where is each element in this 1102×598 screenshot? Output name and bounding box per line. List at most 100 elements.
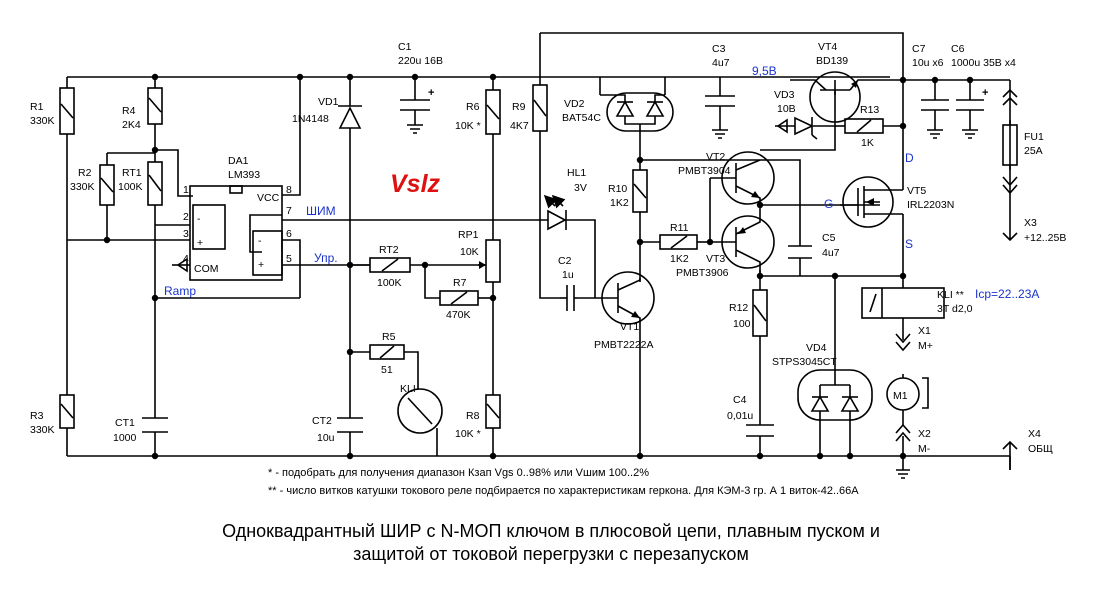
resistor-r10: R10 1K2 xyxy=(608,169,648,213)
ic-pin-6: 6 xyxy=(286,228,292,240)
c5-value: 4u7 xyxy=(822,247,840,259)
capacitor-c1: + C1 220u 16B xyxy=(398,41,443,134)
vt5-value: IRL2203N xyxy=(907,199,954,211)
net-label-source: S xyxy=(905,237,913,251)
vt4-ref: VT4 xyxy=(818,41,837,53)
r1-value: 330K xyxy=(30,115,55,127)
current-relay-kli: KLI ** 3T d2,0 xyxy=(861,287,973,319)
fu1-ref: FU1 xyxy=(1024,131,1044,143)
transistor-vt3: VT3 PMBT3906 xyxy=(676,205,775,279)
r11-ref: R11 xyxy=(670,222,689,234)
resistor-r4: R4 2K4 xyxy=(122,87,163,131)
c1-ref: C1 xyxy=(398,41,412,53)
x2-value: M- xyxy=(918,443,931,455)
ct1-value: 1000 xyxy=(113,432,137,444)
capacitor-c2: C2 1u xyxy=(558,255,577,311)
resistor-r12: R12 100 xyxy=(729,289,768,337)
net-label-drain: D xyxy=(905,151,914,165)
led-hl1: HL1 3V xyxy=(540,167,587,231)
ic-pin-vcc: VCC xyxy=(257,192,280,204)
r3-value: 330K xyxy=(30,424,55,436)
transistor-vt1: VT1 PMBT2222A xyxy=(594,271,655,351)
vd4-ref: VD4 xyxy=(806,342,827,354)
r7-value: 470K xyxy=(446,309,471,321)
r10-ref: R10 xyxy=(608,183,627,195)
r12-value: 100 xyxy=(733,318,751,330)
vt3-value: PMBT3906 xyxy=(676,267,729,279)
capacitor-c5: C5 4u7 xyxy=(788,232,840,259)
c5-ref: C5 xyxy=(822,232,836,244)
c4-value: 0,01u xyxy=(727,410,753,422)
wires xyxy=(66,32,1011,470)
c2-value: 1u xyxy=(562,269,574,281)
r7-ref: R7 xyxy=(453,277,467,289)
c2-ref: C2 xyxy=(558,255,572,267)
svg-text:-: - xyxy=(258,235,262,247)
x1-value: M+ xyxy=(918,340,933,352)
capacitor-c3: C3 4u7 xyxy=(705,43,735,139)
r8-value: 10K * xyxy=(455,428,481,440)
r8-ref: R8 xyxy=(466,410,480,422)
net-label-ramp: Ramp xyxy=(164,284,196,298)
r5-ref: R5 xyxy=(382,331,396,343)
ic-pin-3: 3 xyxy=(183,228,189,240)
diode-vd1: VD1 1N4148 xyxy=(292,95,362,129)
capacitor-ct1: CT1 1000 xyxy=(113,417,168,444)
connector-x1: X1 M+ xyxy=(895,325,933,352)
vt4-value: BD139 xyxy=(816,55,848,67)
r2-ref: R2 xyxy=(78,167,92,179)
r9-ref: R9 xyxy=(512,101,526,113)
resistor-r11: R11 1K2 xyxy=(659,222,698,265)
vd4-value: STPS3045CT xyxy=(772,356,837,368)
caption-line-2: защитой от токовой перегрузки с перезапу… xyxy=(353,544,749,564)
da1-value: LM393 xyxy=(228,169,260,181)
m1-ref: M1 xyxy=(893,390,908,402)
ic-pin-com: COM xyxy=(194,263,219,275)
note-calibration: * - подобрать для получения диапазон Кза… xyxy=(268,467,649,479)
hl1-value: 3V xyxy=(574,182,587,194)
mosfet-vt5: VT5 IRL2203N xyxy=(840,176,954,228)
junction-dots xyxy=(103,73,974,460)
transistor-vt2: VT2 PMBT3904 xyxy=(678,151,775,205)
vd1-value: 1N4148 xyxy=(292,113,329,125)
r4-value: 2K4 xyxy=(122,119,141,131)
resistor-r7: R7 470K xyxy=(439,277,479,321)
svg-text:+: + xyxy=(982,87,988,99)
x4-value: ОБЩ xyxy=(1028,443,1053,455)
resistor-rt2: RT2 100K xyxy=(369,244,411,289)
ct2-value: 10u xyxy=(317,432,335,444)
r1-ref: R1 xyxy=(30,101,44,113)
c6-ref: C6 xyxy=(951,43,965,55)
vt1-value: PMBT2222A xyxy=(594,339,654,351)
svg-text:-: - xyxy=(197,213,201,225)
capacitor-c6: + C6 1000u 35B x4 xyxy=(951,43,1016,139)
vt5-ref: VT5 xyxy=(907,185,926,197)
transistor-vt4: VT4 BD139 xyxy=(790,41,890,123)
connector-x3: X3 +12..25B xyxy=(1002,217,1066,244)
vt1-ref: VT1 xyxy=(620,321,639,333)
resistor-r8: R8 10K * xyxy=(455,394,501,440)
net-labels: ШИМ Упр. Ramp 9,5B G D S Icp=22..23A xyxy=(164,64,1039,301)
c6-value: 1000u 35B x4 xyxy=(951,57,1016,69)
capacitor-c7: C7 10u x6 xyxy=(912,43,949,139)
svg-text:+: + xyxy=(197,237,203,249)
resistor-r2: R2 330K xyxy=(70,164,115,206)
reed-switch-kli: KLI xyxy=(397,380,443,440)
svg-text:+: + xyxy=(428,87,434,99)
vd3-ref: VD3 xyxy=(774,89,795,101)
motor-m1: M1 xyxy=(886,377,929,411)
diode-vd4: VD4 STPS3045CT xyxy=(772,342,873,421)
c7-value: 10u x6 xyxy=(912,57,944,69)
resistor-r6: R6 10K * xyxy=(455,89,501,135)
thermistor-rt1: RT1 100K xyxy=(118,161,163,206)
resistor-r5: R5 51 xyxy=(369,331,405,376)
r13-ref: R13 xyxy=(860,104,879,116)
ic-pin-5: 5 xyxy=(286,253,292,265)
r5-value: 51 xyxy=(381,364,393,376)
da1-ref: DA1 xyxy=(228,155,249,167)
rp1-ref: RP1 xyxy=(458,229,479,241)
r3-ref: R3 xyxy=(30,410,44,422)
vd1-ref: VD1 xyxy=(318,96,339,108)
vt3-ref: VT3 xyxy=(706,253,725,265)
vt2-ref: VT2 xyxy=(706,151,725,163)
